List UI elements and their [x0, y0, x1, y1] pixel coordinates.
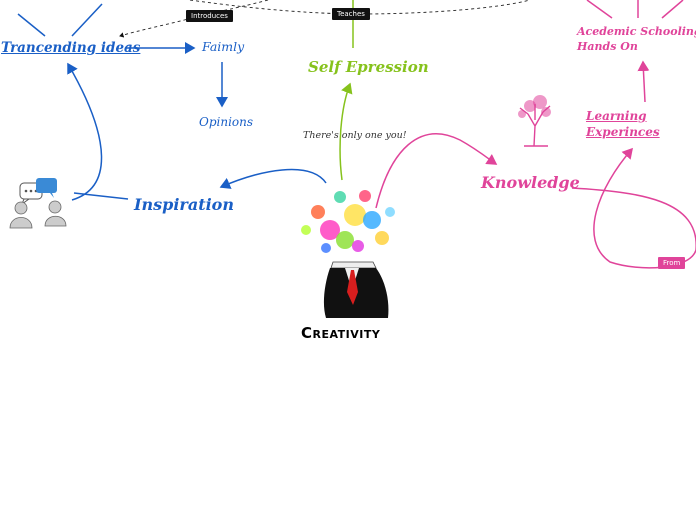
node-self-expression[interactable]: Self Epression — [308, 58, 429, 76]
node-learning-experiences[interactable]: Learning Experinces — [586, 108, 660, 140]
node-academic-line-2: Hands On — [577, 40, 638, 53]
creative-head-icon — [301, 190, 395, 318]
connector-insp-trans — [67, 62, 103, 201]
connector-know-learn — [571, 147, 696, 269]
connector-creat-know — [375, 133, 498, 209]
node-inspiration[interactable]: Inspiration — [134, 195, 234, 214]
connector-icon-insp — [73, 192, 129, 200]
edge-label-teaches[interactable]: Teaches — [332, 8, 370, 20]
connector-top-b — [71, 3, 103, 37]
node-academic-schooling[interactable]: Acedemic Schooling & Hands On — [577, 24, 696, 54]
edge-label-from[interactable]: From — [658, 257, 686, 269]
connector-top-a — [17, 13, 46, 37]
connector-creat-self — [339, 82, 353, 181]
node-opinions[interactable]: Opinions — [199, 115, 254, 129]
node-learning-line-2: Experinces — [586, 125, 660, 139]
node-creativity[interactable]: Creativity — [301, 324, 381, 342]
edge-label-introduces[interactable]: Introduces — [186, 10, 233, 22]
connector-learn-acad — [637, 60, 650, 103]
node-academic-line-1: Acedemic Schooling & — [577, 25, 696, 38]
node-family[interactable]: Faimly — [202, 39, 245, 54]
connector-creat-insp — [219, 168, 327, 189]
note-only-one-you: There's only one you! — [303, 130, 407, 141]
chat-people-icon — [9, 178, 67, 229]
node-knowledge[interactable]: Knowledge — [481, 173, 580, 192]
node-learning-line-1: Learning — [586, 109, 647, 123]
node-transcending-ideas[interactable]: Trancending ideas — [1, 40, 141, 56]
connector-acad-a — [586, 0, 613, 19]
tree-icon — [518, 95, 551, 147]
connector-acad-c — [661, 0, 684, 19]
